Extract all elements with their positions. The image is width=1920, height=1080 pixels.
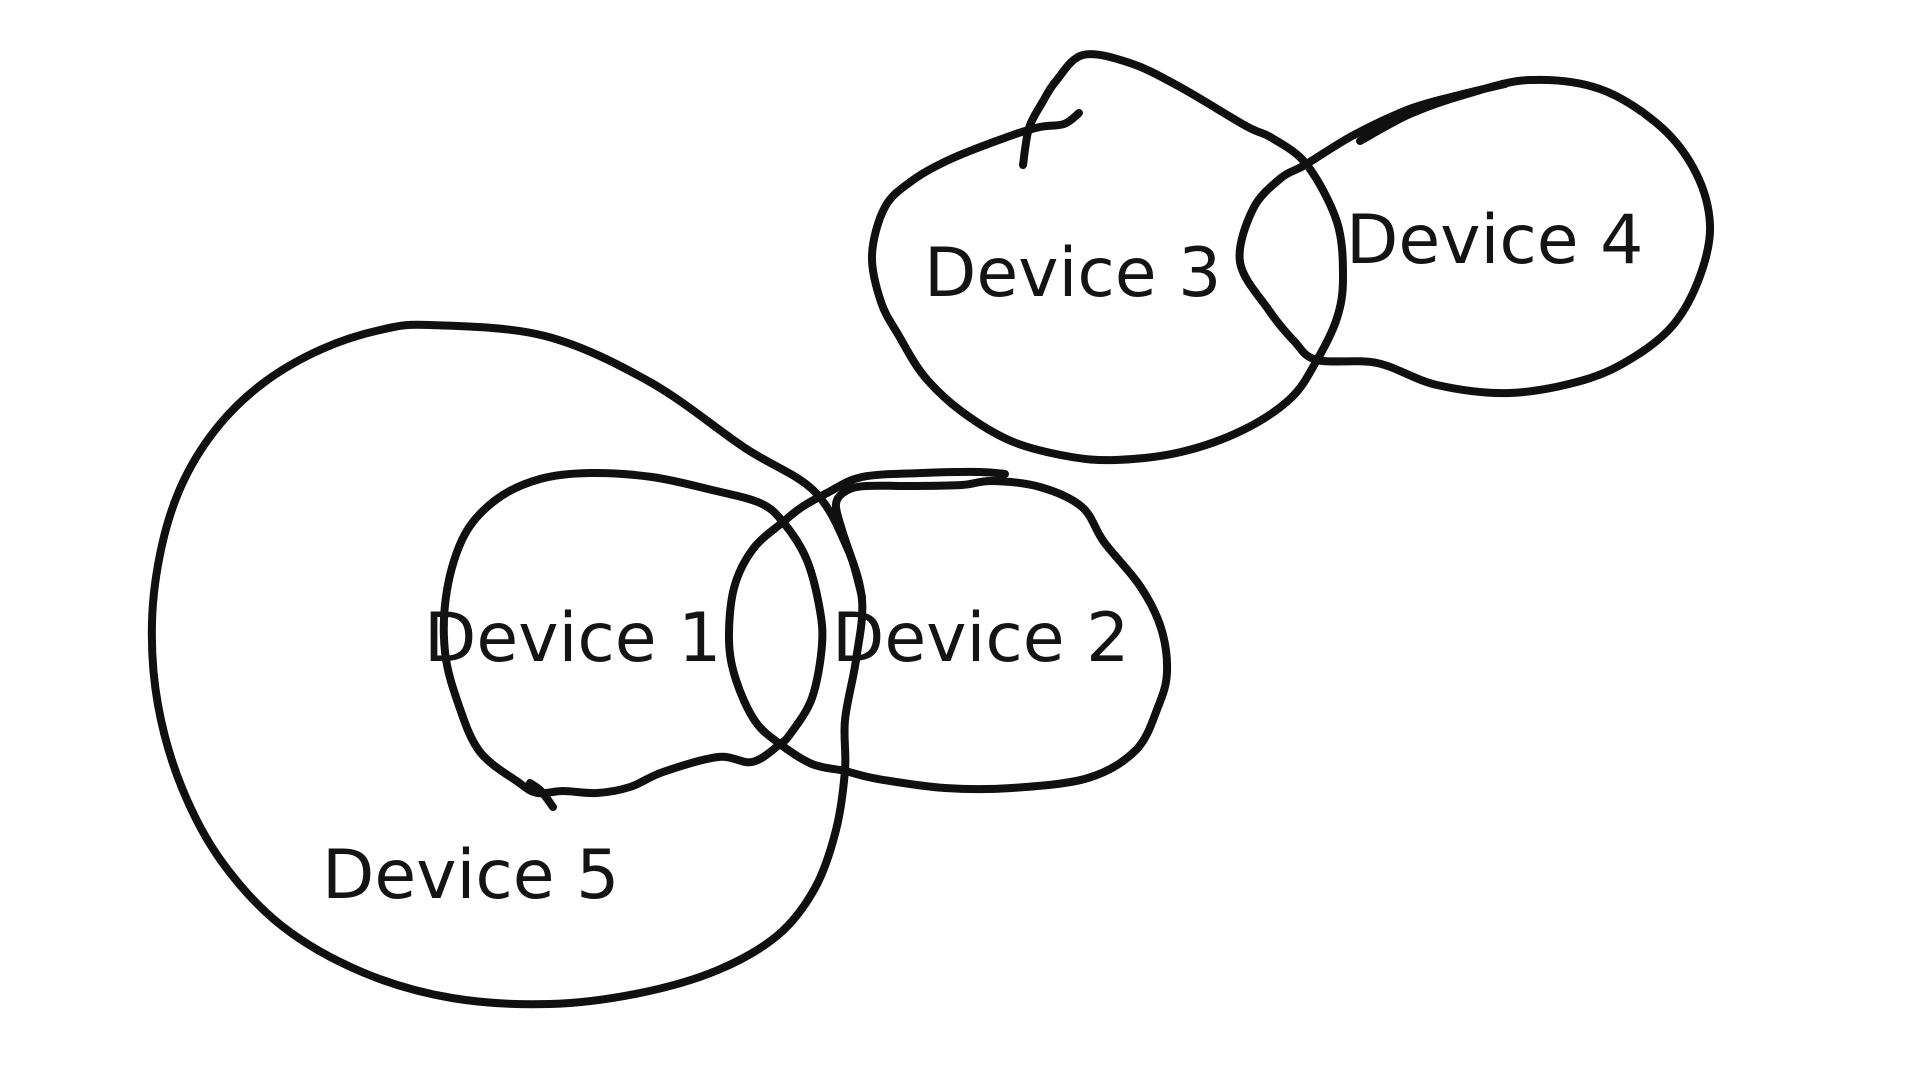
device-4-outline — [1235, 75, 1715, 398]
device-2-outline — [724, 467, 1172, 794]
device-2-label: Device 2 — [832, 599, 1130, 678]
device-3-label: Device 3 — [924, 234, 1222, 313]
device-3-outline — [867, 50, 1347, 465]
device-1-label: Device 1 — [424, 599, 722, 678]
device-5-outline — [147, 320, 867, 1009]
device-4-label: Device 4 — [1346, 201, 1644, 280]
device-1-pen-tail — [526, 779, 557, 811]
device-1-outline — [439, 468, 827, 798]
device-5-label: Device 5 — [322, 836, 620, 915]
